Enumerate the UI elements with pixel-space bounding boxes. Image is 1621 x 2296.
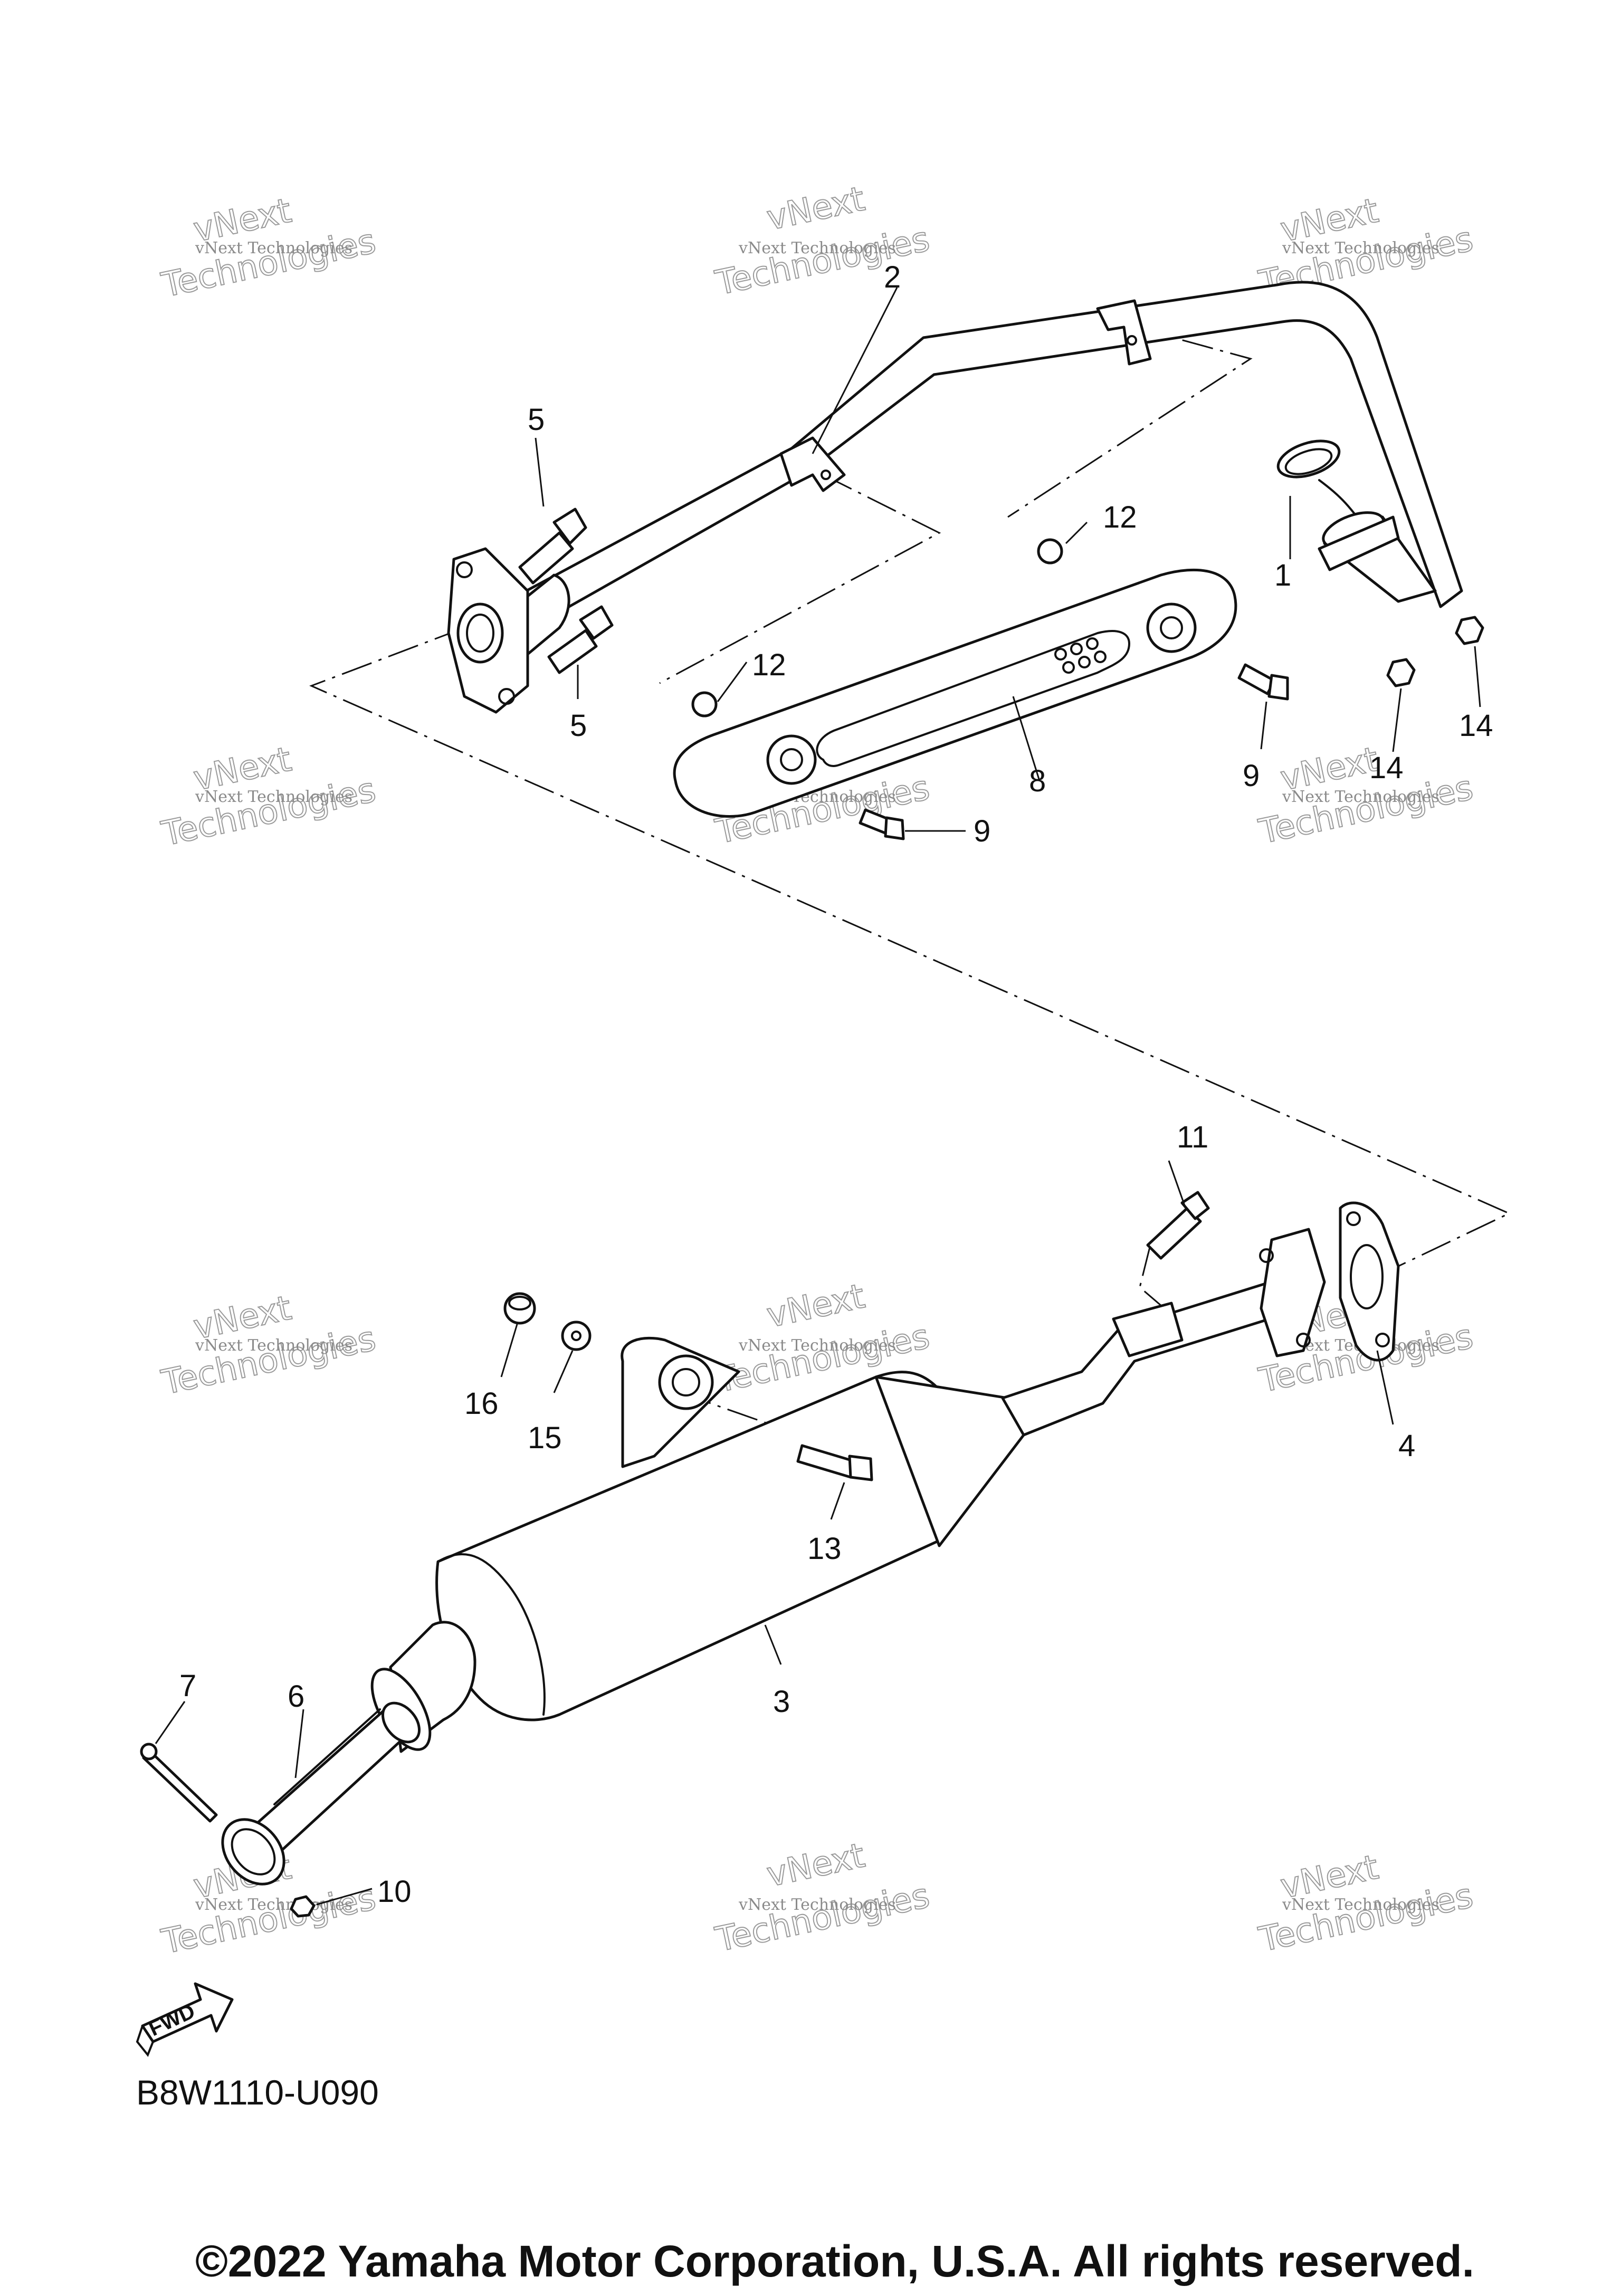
flange-bolt-lower — [547, 605, 614, 674]
copyright-notice: ©2022 Yamaha Motor Corporation, U.S.A. A… — [195, 2236, 1474, 2286]
flange-bolt-upper — [518, 508, 587, 585]
assembly-line-hanger-left — [659, 474, 941, 684]
pipe-nut-right — [1455, 616, 1484, 645]
watermark-small: vNext Technologies — [738, 1336, 896, 1355]
pipe-flange-port-inner — [466, 614, 494, 653]
muffler-inlet-bracket — [1112, 1302, 1184, 1357]
watermark-small: vNext Technologies — [1282, 788, 1439, 806]
heat-protector-mount-right-inner — [1160, 616, 1183, 639]
callout-12-upper: 12 — [1103, 500, 1137, 534]
watermark-big: vNext — [764, 1836, 868, 1895]
callout-8: 8 — [1029, 764, 1046, 798]
heat-protector-mount-right — [1146, 602, 1197, 653]
heat-protector-mount-left — [766, 734, 817, 785]
heat-protector — [673, 568, 1237, 818]
pipe-flange-port — [456, 602, 504, 664]
watermark-big: vNext — [764, 179, 868, 238]
callout-14-right: 14 — [1459, 709, 1493, 743]
callout-5-upper: 5 — [528, 403, 545, 437]
muffler-gasket — [1339, 1201, 1400, 1362]
washer-upper — [1037, 538, 1063, 565]
assembly-line-main — [309, 627, 1511, 1267]
gasket — [1276, 439, 1341, 479]
callout-5-lower: 5 — [570, 709, 587, 743]
watermark-small: vNext Technologies — [195, 1896, 352, 1914]
exhaust-pipe-body — [505, 281, 1463, 635]
muffler-grommet — [503, 1292, 536, 1325]
muffler-flange — [1260, 1228, 1326, 1357]
washer-lower — [691, 691, 718, 718]
muffler-washer — [561, 1321, 592, 1351]
spark-arrester — [221, 1701, 421, 1886]
watermark-small: vNext Technologies — [195, 239, 352, 257]
watermark-small: vNext Technologies — [738, 1896, 896, 1914]
callout-13: 13 — [807, 1532, 842, 1566]
callout-2: 2 — [884, 260, 901, 294]
muffler-bolt-11 — [1146, 1191, 1210, 1260]
watermark-small: vNext Technologies — [1282, 239, 1439, 257]
muffler-bolt-13 — [796, 1444, 873, 1481]
watermark-small: vNext Technologies — [195, 788, 352, 806]
callout-15: 15 — [528, 1421, 562, 1455]
muffler-mount-boss — [658, 1354, 714, 1410]
watermark-big: vNext — [764, 1277, 868, 1335]
callout-16: 16 — [464, 1386, 499, 1421]
muffler-body — [435, 1371, 968, 1721]
pipe-bracket-hole-front — [821, 470, 831, 480]
pipe-outlet-flange — [1318, 515, 1400, 571]
callout-9-right: 9 — [1243, 759, 1260, 793]
fwd-arrow-icon: FWD — [136, 1982, 234, 2057]
watermark-small: vNext Technologies — [1282, 1896, 1439, 1914]
pipe-flange-hole-top — [456, 561, 473, 578]
pipe-collar-left — [526, 573, 570, 656]
callouts: 2 5 5 12 12 1 8 9 9 14 14 11 16 15 13 4 … — [179, 260, 1493, 1909]
pipe-bracket-hole-rear — [1127, 335, 1137, 346]
callout-9-left: 9 — [974, 814, 990, 848]
muffler-flange-bolt-bottom — [1296, 1333, 1311, 1347]
heat-protector-slot — [816, 630, 1131, 767]
diagram-code: B8W1110-U090 — [136, 2073, 379, 2112]
muffler-flange-bolt-top — [1259, 1248, 1274, 1263]
callout-10: 10 — [377, 1874, 412, 1909]
callout-3: 3 — [773, 1685, 790, 1719]
muffler-inlet-pipe — [1001, 1275, 1305, 1437]
watermark-small: vNext Technologies — [738, 239, 896, 257]
muffler-washer-inner — [571, 1331, 581, 1341]
heat-protector-bolt-left — [859, 808, 905, 840]
spark-arrester-nut — [290, 1895, 316, 1918]
gasket-ring — [1276, 439, 1341, 479]
watermark-big: Technologies — [712, 1876, 933, 1959]
pipe-mount-bracket-rear — [1096, 299, 1152, 366]
heat-protector-vents — [1054, 637, 1107, 674]
watermark-small: vNext Technologies — [195, 1336, 352, 1355]
callout-7: 7 — [179, 1669, 196, 1703]
callout-12-lower: 12 — [752, 648, 786, 682]
spark-arrester-bolt — [140, 1743, 218, 1823]
gasket-ring-inner — [1284, 448, 1333, 475]
pipe-nut-left — [1386, 658, 1416, 687]
muffler-mount-boss-inner — [672, 1368, 700, 1396]
assembly-lines — [309, 326, 1511, 1426]
heat-protector-body — [673, 568, 1237, 818]
heat-protector-bolt-right — [1237, 663, 1289, 701]
heat-protector-mount-left-inner — [780, 748, 803, 771]
callout-14-left: 14 — [1369, 751, 1404, 785]
leader-lines — [155, 287, 1481, 1906]
muffler-seam — [437, 1553, 546, 1716]
callout-1: 1 — [1274, 558, 1291, 592]
callout-4: 4 — [1398, 1429, 1415, 1463]
exhaust-pipe — [447, 281, 1463, 714]
pipe-flange-hole-bottom — [498, 688, 515, 705]
callout-6: 6 — [288, 1679, 304, 1714]
callout-11: 11 — [1177, 1120, 1208, 1154]
